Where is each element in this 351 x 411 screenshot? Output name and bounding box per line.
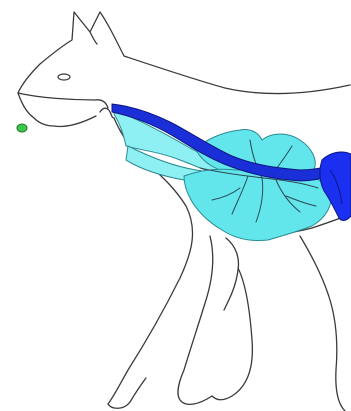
cat-ear-inner-line bbox=[90, 32, 97, 44]
cat-mouth-line bbox=[18, 93, 108, 108]
cat-front-leg-inner bbox=[178, 236, 213, 404]
cat-head-back-outline bbox=[18, 12, 350, 94]
tongue bbox=[17, 124, 27, 132]
cat-belly-line bbox=[224, 238, 239, 310]
eye-icon bbox=[58, 74, 70, 80]
cat-hind-leg bbox=[300, 236, 345, 411]
cat-second-leg bbox=[212, 268, 252, 400]
cat-front-paw bbox=[108, 378, 146, 408]
